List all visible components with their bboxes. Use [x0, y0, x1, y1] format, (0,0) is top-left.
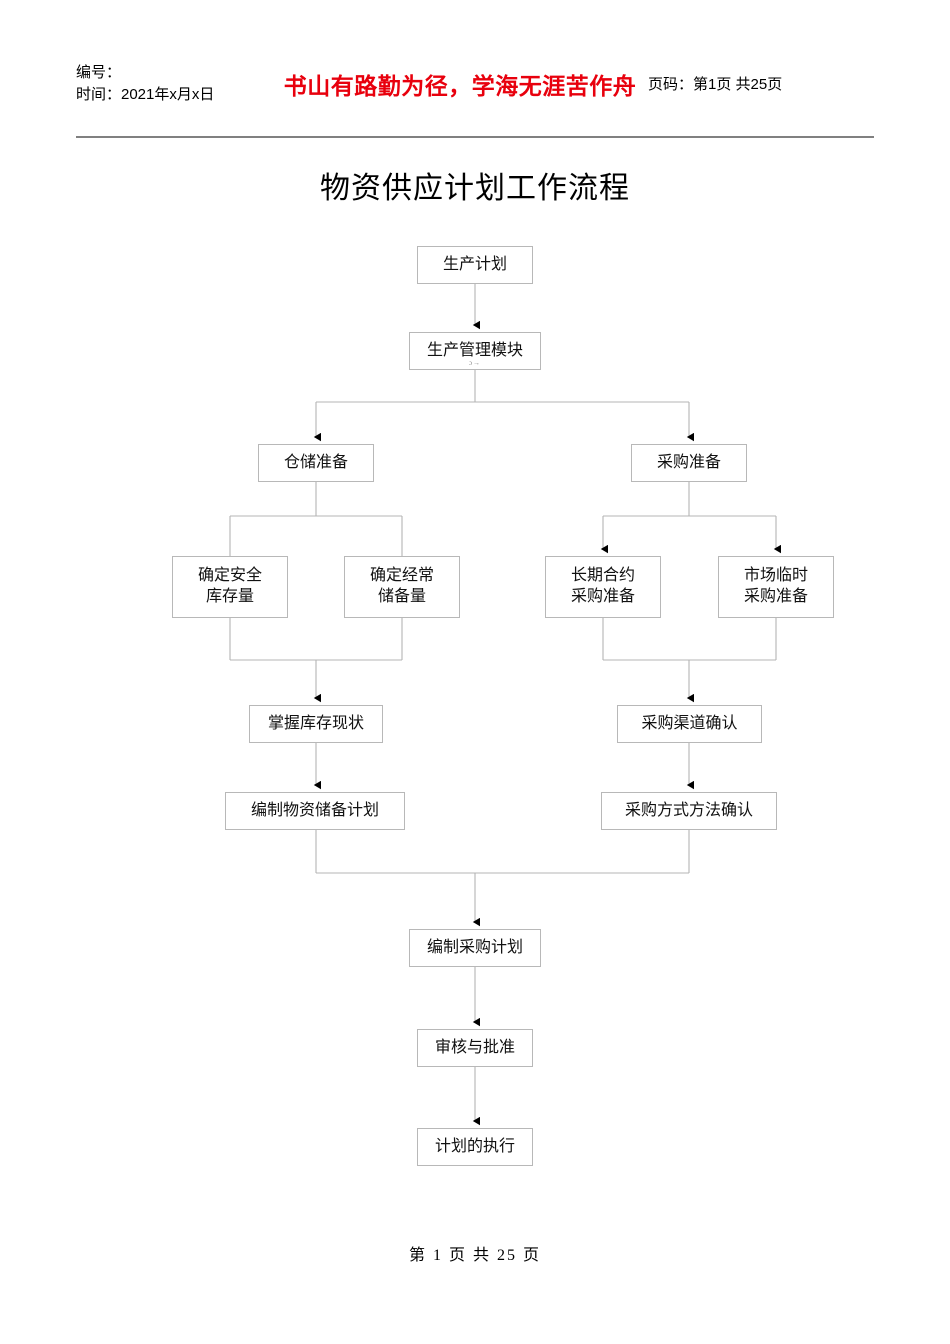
flow-node-artifact-mark: ɔ→ — [468, 359, 482, 368]
header-page-label: 页码：第1页 共25页 — [648, 76, 783, 94]
header-table: 编号： 时间：2021年x月x日 书山有路勤为径，学海无涯苦作舟 页码：第1页 … — [76, 62, 874, 106]
flow-node-production-management-module[interactable]: 生产管理模块 ɔ→ — [409, 332, 541, 370]
flow-node-determine-safety-stock[interactable]: 确定安全 库存量 — [172, 556, 288, 618]
header-motto: 书山有路勤为径，学海无涯苦作舟 — [283, 73, 637, 99]
flow-node-procurement-method-confirmation[interactable]: 采购方式方法确认 — [601, 792, 777, 830]
header-id-label: 编号： — [76, 64, 122, 81]
header-row: 编号： 时间：2021年x月x日 书山有路勤为径，学海无涯苦作舟 页码：第1页 … — [76, 62, 874, 106]
flow-node-long-term-contract-procurement[interactable]: 长期合约 采购准备 — [545, 556, 661, 618]
flow-node-determine-regular-reserve[interactable]: 确定经常 储备量 — [344, 556, 460, 618]
header-motto-cell: 书山有路勤为径，学海无涯苦作舟 — [272, 62, 648, 106]
flow-node-prepare-procurement-plan[interactable]: 编制采购计划 — [409, 929, 541, 967]
header-id-time-cell: 编号： 时间：2021年x月x日 — [76, 62, 272, 106]
page-title: 物资供应计划工作流程 — [320, 172, 630, 205]
flow-node-grasp-inventory-status[interactable]: 掌握库存现状 — [249, 705, 383, 743]
header-divider-rule — [76, 136, 874, 138]
flow-node-warehouse-preparation[interactable]: 仓储准备 — [258, 444, 374, 482]
flow-node-procurement-preparation[interactable]: 采购准备 — [631, 444, 747, 482]
header-page-cell: 页码：第1页 共25页 — [648, 62, 874, 106]
header-time-label: 时间：2021年x月x日 — [76, 85, 215, 103]
page-footer: 第 1 页 共 25 页 — [408, 1247, 541, 1264]
flow-node-production-plan[interactable]: 生产计划 — [417, 246, 533, 284]
flow-node-prepare-material-reserve-plan[interactable]: 编制物资储备计划 — [225, 792, 405, 830]
flow-node-review-and-approval[interactable]: 审核与批准 — [417, 1029, 533, 1067]
flow-node-spot-market-procurement[interactable]: 市场临时 采购准备 — [718, 556, 834, 618]
flow-node-plan-execution[interactable]: 计划的执行 — [417, 1128, 533, 1166]
page-header: 编号： 时间：2021年x月x日 书山有路勤为径，学海无涯苦作舟 页码：第1页 … — [76, 62, 874, 106]
flow-node-procurement-channel-confirmation[interactable]: 采购渠道确认 — [617, 705, 762, 743]
flow-node-label: 生产管理模块 — [426, 342, 523, 359]
